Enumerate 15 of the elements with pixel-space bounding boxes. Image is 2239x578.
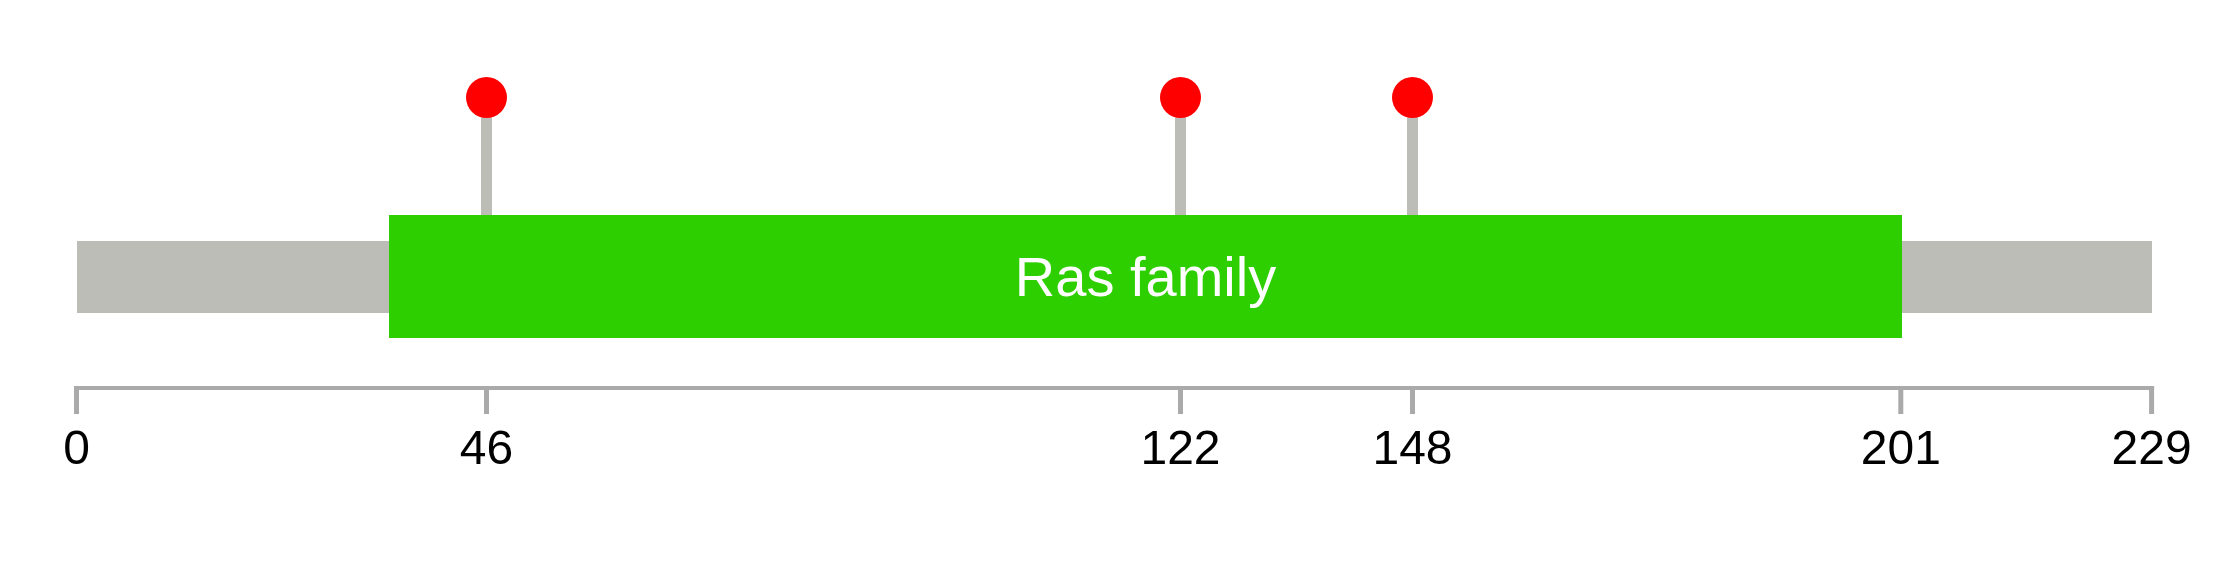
tick-label: 122 bbox=[1140, 424, 1221, 472]
lollipop-stem bbox=[1175, 117, 1186, 215]
site-marker-icon bbox=[466, 76, 507, 118]
protein-backbone-bar bbox=[1902, 240, 2152, 313]
protein-backbone-bar bbox=[76, 240, 389, 313]
domain-bar bbox=[389, 215, 1902, 338]
tick-label: 0 bbox=[63, 424, 90, 472]
site-marker-icon bbox=[1160, 76, 1201, 118]
tick-label: 148 bbox=[1372, 424, 1453, 472]
tick-label: 201 bbox=[1860, 424, 1941, 472]
site-marker-icon bbox=[1392, 76, 1433, 118]
lollipop-stem bbox=[481, 117, 492, 215]
tick-label: 46 bbox=[459, 424, 514, 472]
tick-label: 229 bbox=[2111, 424, 2192, 472]
lollipop-stem bbox=[1407, 117, 1418, 215]
